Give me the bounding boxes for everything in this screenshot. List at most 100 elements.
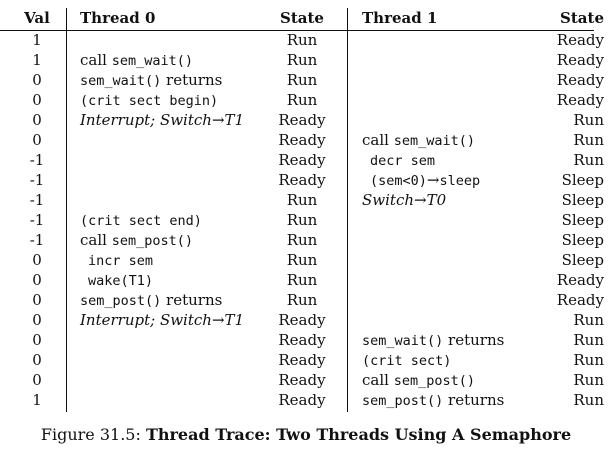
val-cell: -1 — [29, 191, 45, 209]
thread1-state: Run — [573, 311, 604, 329]
event-text: call — [80, 51, 112, 69]
table-row: 0 incr sem Run Sleep — [10, 250, 604, 270]
thread1-event: call sem_post() — [362, 370, 475, 391]
thread1-event: decr sem — [362, 150, 435, 171]
thread0-state: Ready — [278, 311, 326, 329]
thread0-event: (crit sect end) — [80, 210, 202, 231]
thread0-state: Run — [286, 91, 318, 109]
thread0-state: Ready — [278, 371, 326, 389]
thread1-event: (sem<0)→sleep — [362, 170, 480, 191]
table-row: 0 (crit sect begin) Run Ready — [10, 90, 604, 110]
caption-prefix: Figure 31.5: — [40, 425, 146, 444]
thread1-event: Switch→T0 — [362, 190, 446, 210]
thread0-state: Run — [286, 291, 318, 309]
event-text: (crit sect end) — [80, 213, 202, 229]
event-text: wake(T1) — [88, 273, 154, 289]
thread0-state: Ready — [278, 351, 326, 369]
val-cell: -1 — [29, 151, 45, 169]
event-text: sem_wait() — [362, 333, 444, 349]
table-row: -1 (crit sect end) Run Sleep — [10, 210, 604, 230]
thread0-state: Run — [286, 271, 318, 289]
thread1-state: Run — [573, 371, 604, 389]
thread1-state: Sleep — [561, 211, 604, 229]
thread1-event: sem_wait() returns — [362, 330, 504, 351]
thread1-state: Sleep — [561, 231, 604, 249]
event-text: (crit sect begin) — [80, 93, 219, 109]
val-cell: -1 — [29, 211, 45, 229]
event-text: sem_post() — [111, 233, 193, 249]
thread1-event: (crit sect) — [362, 350, 451, 371]
thread1-event: sem_post() returns — [362, 390, 504, 411]
thread0-event: call sem_post() — [80, 230, 193, 251]
thread1-state: Run — [573, 351, 604, 369]
thread0-event: (crit sect begin) — [80, 90, 218, 111]
event-text: returns — [161, 71, 223, 89]
thread1-state: Run — [573, 151, 604, 169]
thread0-state: Ready — [278, 391, 326, 409]
event-text: sem_wait() — [393, 133, 475, 149]
thread0-state: Ready — [278, 331, 326, 349]
thread1-state: Run — [573, 111, 604, 129]
val-cell: -1 — [29, 231, 45, 249]
event-text: incr sem — [88, 253, 154, 269]
val-cell: 0 — [32, 131, 42, 149]
thread1-state: Ready — [556, 31, 604, 49]
event-text: Switch→T0 — [362, 191, 447, 209]
header-rule — [0, 30, 594, 31]
thread0-state: Run — [286, 231, 318, 249]
thread1-state: Ready — [556, 91, 604, 109]
thread1-state: Sleep — [561, 171, 604, 189]
column-divider-val — [66, 8, 67, 412]
thread0-event: sem_wait() returns — [80, 70, 222, 91]
thread1-state: Ready — [556, 71, 604, 89]
event-text: call — [362, 131, 394, 149]
table-header: Val Thread 0 State Thread 1 State — [10, 6, 604, 30]
event-text: sem_wait() — [111, 53, 193, 69]
val-cell: 0 — [32, 371, 42, 389]
thread0-state: Run — [286, 211, 318, 229]
event-text: sem_post() — [80, 293, 162, 309]
thread0-state: Ready — [278, 151, 326, 169]
val-cell: 0 — [32, 91, 42, 109]
thread0-event: sem_post() returns — [80, 290, 222, 311]
thread1-state: Ready — [556, 291, 604, 309]
val-cell: -1 — [29, 171, 45, 189]
thread0-event: Interrupt; Switch→T1 — [80, 310, 244, 330]
val-cell: 0 — [32, 251, 42, 269]
event-text: sem_wait() — [80, 73, 162, 89]
thread0-state: Run — [286, 191, 318, 209]
val-cell: 0 — [32, 311, 42, 329]
val-cell: 0 — [32, 331, 42, 349]
table-row: -1 call sem_post() Run Sleep — [10, 230, 604, 250]
thread1-event: call sem_wait() — [362, 130, 475, 151]
event-text: returns — [443, 331, 505, 349]
event-text: Interrupt; Switch→T1 — [80, 111, 245, 129]
table-row: 0 Ready call sem_post() Run — [10, 370, 604, 390]
thread0-state: Run — [286, 251, 318, 269]
thread0-event: wake(T1) — [80, 270, 153, 291]
event-text: sem_post() — [362, 393, 444, 409]
header-val: Val — [24, 9, 50, 27]
val-cell: 0 — [32, 111, 42, 129]
event-text: Interrupt; Switch→T1 — [80, 311, 245, 329]
thread1-state: Run — [573, 331, 604, 349]
header-state1: State — [560, 9, 604, 27]
thread1-state: Sleep — [561, 251, 604, 269]
table-row: -1 Ready decr sem Run — [10, 150, 604, 170]
event-text: call — [362, 371, 394, 389]
figure-caption: Figure 31.5: Thread Trace: Two Threads U… — [0, 425, 612, 444]
table-row: 0 Interrupt; Switch→T1 Ready Run — [10, 310, 604, 330]
column-divider-threads — [347, 8, 348, 412]
header-thread1: Thread 1 — [362, 9, 438, 27]
